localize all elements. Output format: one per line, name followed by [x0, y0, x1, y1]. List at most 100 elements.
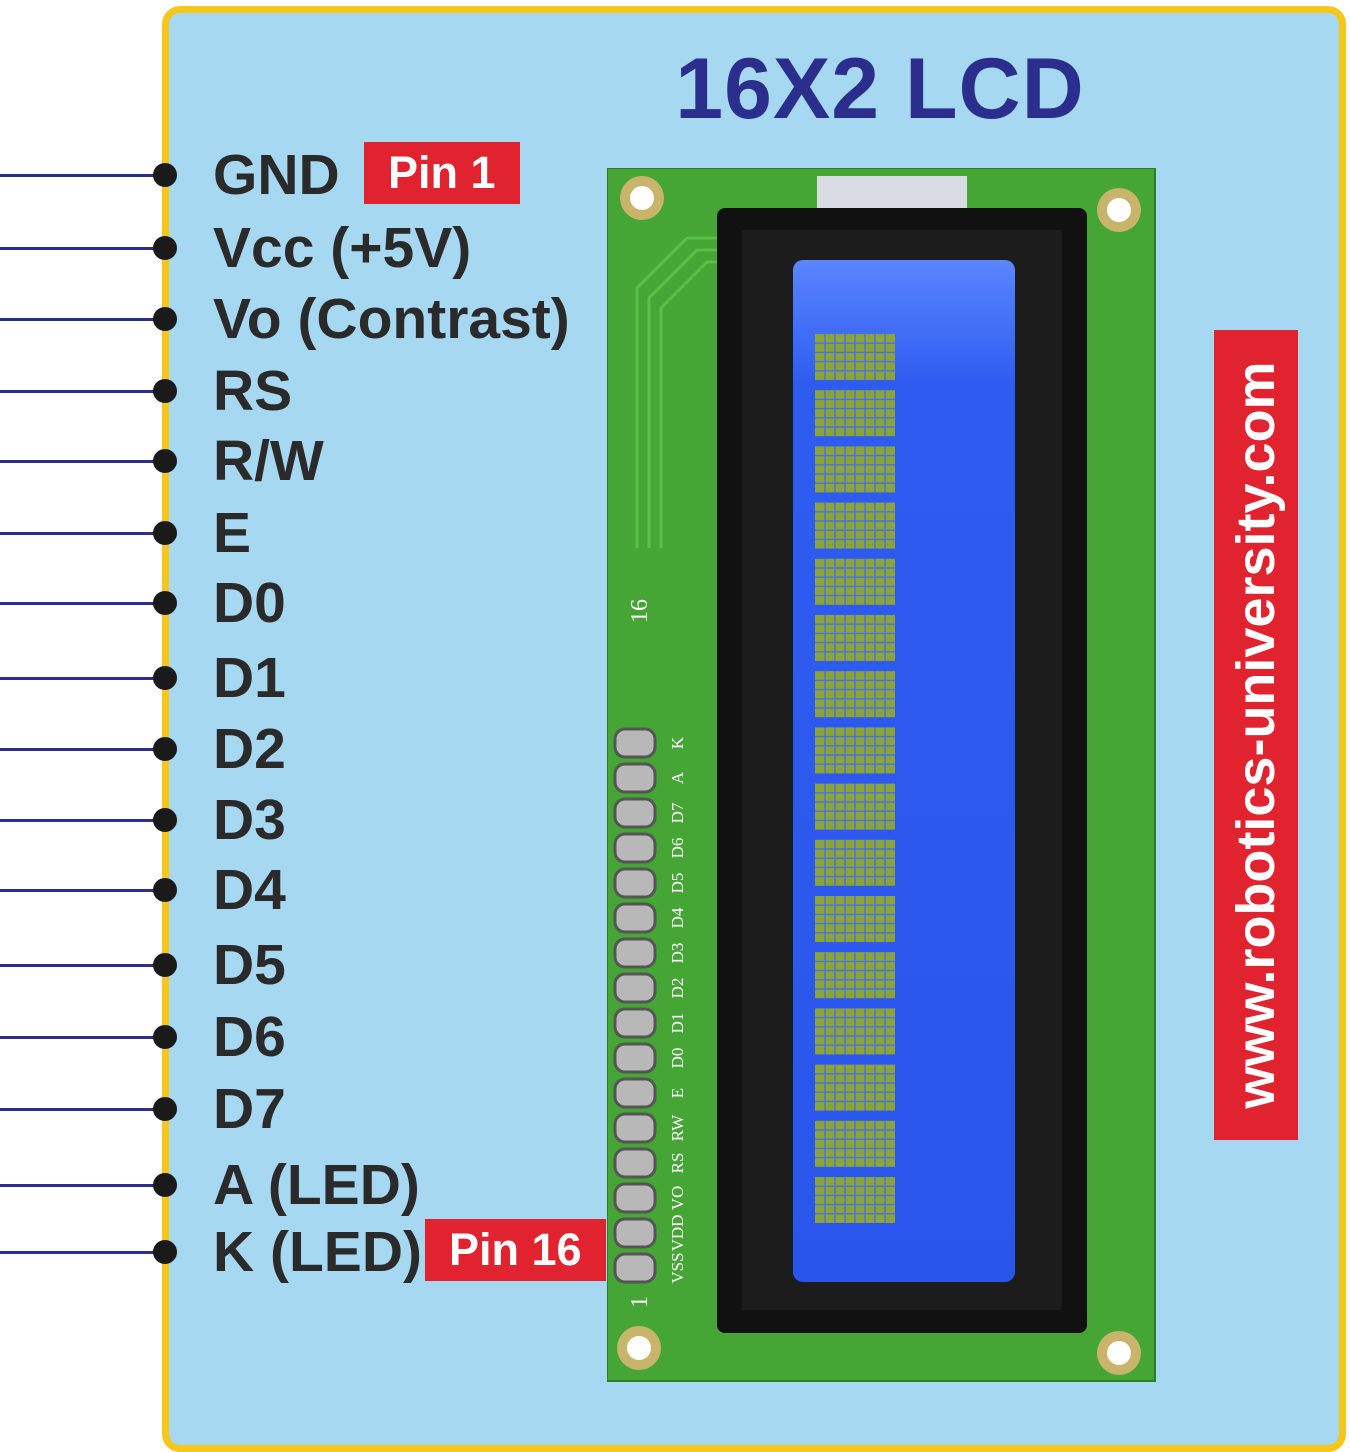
silkscreen-label: D0 [668, 1048, 687, 1069]
pin-dot [153, 1240, 177, 1264]
pin-wire [0, 174, 164, 177]
pin-wire [0, 460, 164, 463]
character-cell [815, 1008, 895, 1054]
header-pin [615, 799, 655, 827]
silkscreen-label: VO [668, 1186, 687, 1211]
pin-label: E [213, 503, 251, 563]
pin-dot [153, 878, 177, 902]
character-cell [815, 840, 895, 886]
header-pin [615, 729, 655, 757]
pin-label: D6 [213, 1007, 286, 1067]
pin-wire [0, 677, 164, 680]
pin-wire [0, 1184, 164, 1187]
pin-dot [153, 953, 177, 977]
pin-number-badge: Pin 1 [364, 142, 520, 204]
silkscreen-label: K [668, 736, 687, 749]
header-pin [615, 1079, 655, 1107]
pin-dot [153, 737, 177, 761]
header-pin [615, 1114, 655, 1142]
silkscreen-label: D6 [668, 838, 687, 859]
character-cell [815, 334, 895, 380]
pin-wire [0, 819, 164, 822]
pin-wire [0, 748, 164, 751]
pin-dot [153, 1025, 177, 1049]
pin-label: K (LED) [213, 1222, 422, 1282]
character-cell [815, 1065, 895, 1111]
silkscreen-pin-1: 1 [627, 1296, 653, 1308]
pin-label: D3 [213, 790, 286, 850]
character-cell [815, 1177, 895, 1223]
character-cell [815, 671, 895, 717]
header-pin [615, 1254, 655, 1282]
silkscreen-label: RW [668, 1114, 687, 1141]
pin-wire [0, 390, 164, 393]
silkscreen-label: D5 [668, 873, 687, 894]
pin-wire [0, 964, 164, 967]
silkscreen-label: VSS [668, 1252, 687, 1283]
pin-label: Vcc (+5V) [213, 218, 471, 278]
pin-wire [0, 1108, 164, 1111]
pin-label: D0 [213, 573, 286, 633]
silkscreen-label: D4 [668, 907, 687, 928]
header-pin [615, 764, 655, 792]
pin-dot [153, 307, 177, 331]
pin-label: D7 [213, 1079, 286, 1139]
pin-wire [0, 889, 164, 892]
character-cell [815, 896, 895, 942]
character-cell [815, 503, 895, 549]
pin-label: D2 [213, 719, 286, 779]
pin-dot [153, 521, 177, 545]
diagram-title: 16X2 LCD [610, 40, 1150, 139]
character-cell [815, 446, 895, 492]
character-cell [815, 1121, 895, 1167]
pin-wire [0, 247, 164, 250]
pin-label: A (LED) [213, 1155, 420, 1215]
pin-dot [153, 1173, 177, 1197]
character-cell [815, 727, 895, 773]
pin-dot [153, 808, 177, 832]
pin-label: RS [213, 361, 292, 421]
header-pin [615, 1044, 655, 1072]
header-pin [615, 904, 655, 932]
pin-dot [153, 449, 177, 473]
header-pin [615, 1219, 655, 1247]
silkscreen-label: D1 [668, 1013, 687, 1034]
pin-dot [153, 666, 177, 690]
watermark-text: www.robotics-university.com [1225, 361, 1287, 1108]
pin-label: R/W [213, 431, 324, 491]
pin-wire [0, 1036, 164, 1039]
header-pin [615, 1009, 655, 1037]
header-pin [615, 974, 655, 1002]
character-cell [815, 952, 895, 998]
silkscreen-label: RS [668, 1153, 687, 1174]
silkscreen-label: D2 [668, 978, 687, 999]
header-pin [615, 1149, 655, 1177]
pin-dot [153, 1097, 177, 1121]
pin-label: D1 [213, 648, 286, 708]
character-cell [815, 390, 895, 436]
silkscreen-pin-16: 16 [627, 599, 653, 623]
character-cell [815, 559, 895, 605]
pin-label: GND [213, 145, 340, 205]
pin-wire [0, 602, 164, 605]
pin-dot [153, 379, 177, 403]
pin-number-badge: Pin 16 [425, 1219, 606, 1281]
pin-wire [0, 1251, 164, 1254]
silkscreen-label: VDD [668, 1215, 687, 1252]
watermark-banner: www.robotics-university.com [1214, 330, 1298, 1140]
pin-label: D5 [213, 935, 286, 995]
silkscreen-label: E [668, 1088, 687, 1098]
header-pin [615, 939, 655, 967]
pin-dot [153, 591, 177, 615]
character-cell [815, 784, 895, 830]
pin-label: D4 [213, 860, 286, 920]
pin-dot [153, 163, 177, 187]
silkscreen-label: D7 [668, 802, 687, 823]
silkscreen-label: D3 [668, 943, 687, 964]
pin-dot [153, 236, 177, 260]
header-pin [615, 1184, 655, 1212]
silkscreen-label: A [668, 771, 687, 784]
header-pin [615, 869, 655, 897]
pin-wire [0, 318, 164, 321]
